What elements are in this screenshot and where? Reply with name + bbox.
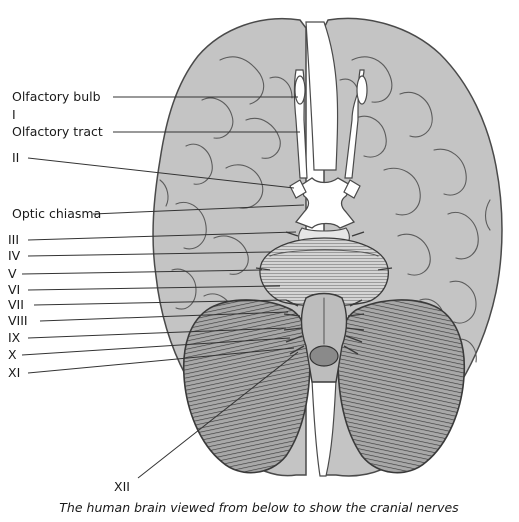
olfactory-bulb-right <box>357 76 367 104</box>
label-cn-v: V <box>8 266 17 281</box>
label-cn-ix: IX <box>8 330 21 345</box>
olfactory-bulb-left <box>295 76 305 104</box>
figure-caption: The human brain viewed from below to sho… <box>59 500 459 515</box>
label-cn-xi: XI <box>8 365 20 380</box>
cerebellum-left <box>184 300 310 473</box>
label-cn-i: I <box>12 107 16 122</box>
label-cn-viii: VIII <box>8 313 28 328</box>
label-cn-iv: IV <box>8 248 21 263</box>
label-cn-vi: VI <box>8 282 20 297</box>
label-optic-chiasma: Optic chiasma <box>12 206 101 221</box>
label-olfactory-bulb: Olfactory bulb <box>12 89 101 104</box>
spinal-cord-section <box>310 346 338 366</box>
label-cn-x: X <box>8 347 17 362</box>
label-cn-xii: XII <box>114 479 130 494</box>
label-cn-vii: VII <box>8 297 24 312</box>
label-olfactory-tract: Olfactory tract <box>12 124 103 139</box>
label-cn-iii: III <box>8 232 19 247</box>
label-cn-ii: II <box>12 150 19 165</box>
cerebellum-right <box>338 300 464 473</box>
